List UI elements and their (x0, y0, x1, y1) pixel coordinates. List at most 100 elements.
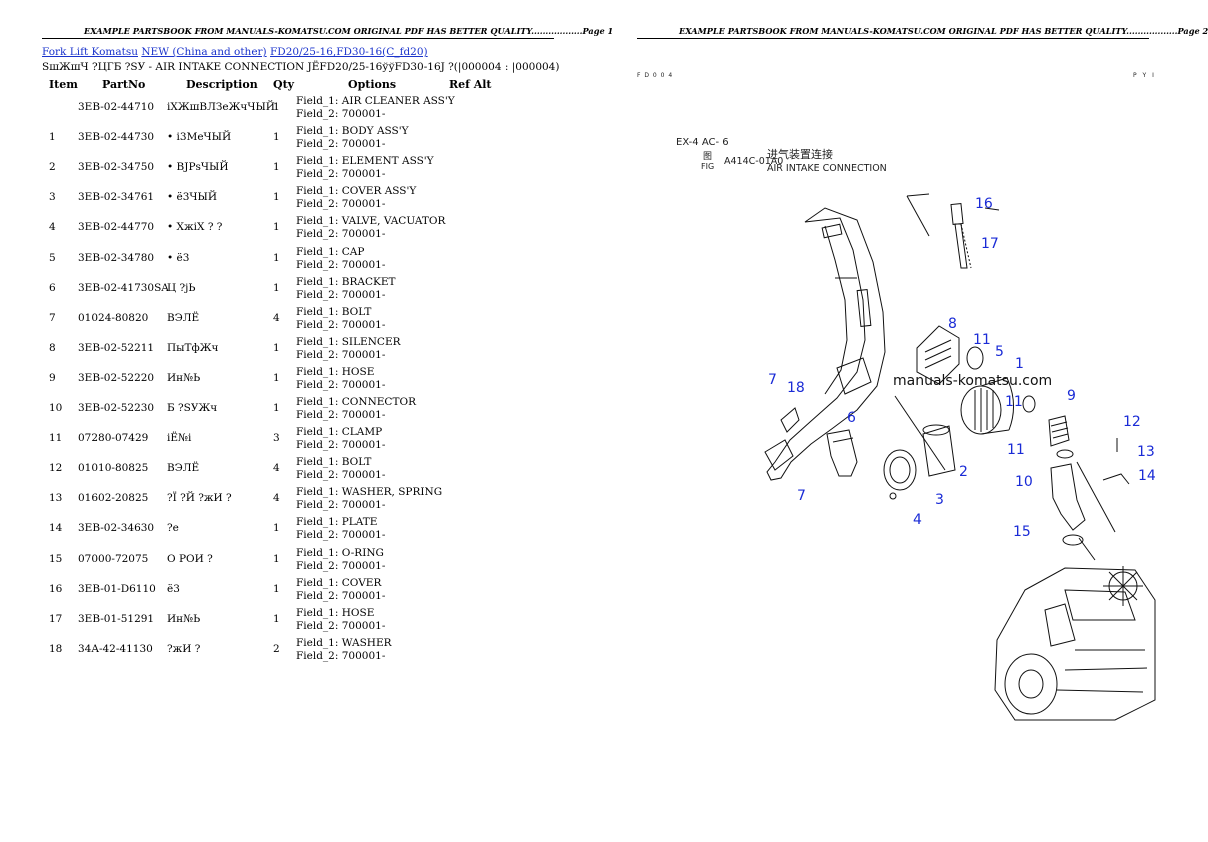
callout-number: 11 (973, 332, 991, 348)
cell-option-field-2: Field_2: 700001- (296, 108, 386, 120)
callout-number: 2 (959, 464, 968, 480)
cell-qty: 1 (273, 552, 280, 565)
cell-option-field-1: Field_1: CAP (296, 245, 365, 258)
cell-item: 16 (49, 582, 63, 595)
cell-description: • i3МеЧЫЙ (167, 131, 232, 144)
cell-option-field-2: Field_2: 700001- (296, 138, 386, 151)
cell-option-field-2: Field_2: 700001- (296, 559, 386, 572)
cell-qty: 1 (273, 341, 280, 354)
callout-number: 8 (948, 316, 957, 332)
cell-option-field-1: Field_1: COVER ASS'Y (296, 185, 417, 198)
column-header-ref-alt: Ref Alt (449, 78, 492, 91)
cell-description: • ё3 (167, 251, 190, 264)
cell-option-field-1: Field_1: WASHER (296, 636, 392, 649)
cell-description: iЁ№i (167, 432, 192, 445)
breadcrumb-link-region[interactable]: NEW (China and other) (141, 46, 267, 58)
cell-option-field-1: Field_1: BODY ASS'Y (296, 125, 409, 138)
cell-item: 10 (49, 402, 63, 414)
callout-number: 9 (1067, 388, 1076, 404)
cell-option-field-1: Field_1: WASHER, SPRING (296, 486, 443, 499)
cell-partno: 01010-80825 (78, 462, 149, 475)
cell-item: 12 (49, 462, 63, 475)
cell-option-field-2: Field_2: 700001- (296, 619, 386, 632)
cell-partno: 34A-42-41130 (78, 642, 153, 655)
cell-qty: 1 (273, 371, 280, 384)
cell-qty: 1 (273, 251, 280, 264)
cell-partno: 3EB-02-52220 (78, 371, 155, 384)
cell-partno: 3EB-02-34761 (78, 191, 155, 204)
cell-qty: 1 (273, 191, 280, 204)
cell-item: 2 (49, 161, 56, 174)
cell-item: 17 (49, 612, 63, 625)
cell-qty: 1 (273, 582, 280, 595)
callout-number: 7 (797, 488, 806, 504)
cell-qty: 3 (273, 432, 280, 445)
cell-partno: 3EB-02-34630 (78, 522, 155, 535)
cell-item: 15 (49, 552, 63, 565)
cell-qty: 1 (273, 101, 280, 113)
figure-fig-label: FIG (701, 162, 715, 171)
cell-partno: 3EB-02-34750 (78, 161, 155, 174)
cell-description: Ц ?јЬ (167, 281, 196, 294)
column-header-options: Options (348, 78, 397, 91)
cell-description: Ин№Ь (167, 612, 201, 625)
cell-item: 11 (49, 432, 63, 445)
cell-option-field-2: Field_2: 700001- (296, 529, 386, 542)
cell-partno: 01024-80820 (78, 311, 149, 324)
cell-partno: 3EB-02-44730 (78, 131, 155, 144)
cell-qty: 1 (273, 522, 280, 535)
cell-item: 6 (49, 281, 56, 294)
cell-partno: 3EB-02-52211 (78, 341, 155, 354)
cell-option-field-2: Field_2: 700001- (296, 469, 386, 482)
cell-option-field-2: Field_2: 700001- (296, 258, 386, 271)
cell-option-field-1: Field_1: AIR CLEANER ASS'Y (296, 95, 455, 107)
cell-qty: 1 (273, 402, 280, 414)
cell-partno: 3EB-02-52230 (78, 402, 155, 414)
cell-option-field-2: Field_2: 700001- (296, 168, 386, 181)
cell-description: Б ?SУЖч (167, 402, 218, 414)
cell-item: 14 (49, 522, 63, 535)
cell-item: 7 (49, 311, 56, 324)
callout-number: 16 (975, 196, 993, 212)
callout-number: 12 (1123, 414, 1141, 430)
bracket-arm (766, 207, 886, 481)
page-banner: EXAMPLE PARTSBOOK FROM MANUALS-KOMATSU.C… (84, 26, 614, 36)
cell-option-field-1: Field_1: PLATE (296, 516, 378, 529)
page-1: EXAMPLE PARTSBOOK FROM MANUALS-KOMATSU.C… (0, 0, 613, 842)
column-header-item: Item (49, 78, 78, 91)
figure-code: EX-4 AC- 6 (676, 137, 729, 148)
breadcrumb-link-model[interactable]: FD20/25-16,FD30-16(C_fd20) (270, 46, 428, 58)
cell-qty: 1 (273, 221, 280, 234)
page-banner: EXAMPLE PARTSBOOK FROM MANUALS-KOMATSU.C… (679, 26, 1208, 36)
cell-option-field-2: Field_2: 700001- (296, 378, 386, 391)
breadcrumb: Fork Lift Komatsu NEW (China and other) … (42, 46, 428, 58)
figure-title-english: AIR INTAKE CONNECTION (767, 163, 887, 174)
cell-item: 9 (49, 371, 56, 384)
cell-option-field-1: Field_1: BOLT (296, 305, 372, 318)
figure-title-chinese: 进气装置连接 (767, 148, 833, 161)
cell-partno: 3EB-01-51291 (78, 612, 155, 625)
cell-option-field-1: Field_1: COVER (296, 576, 382, 589)
cell-option-field-1: Field_1: VALVE, VACUATOR (296, 215, 446, 228)
cell-qty: 1 (273, 281, 280, 294)
header-rule (42, 38, 554, 39)
breadcrumb-link-forklift[interactable]: Fork Lift Komatsu (42, 46, 138, 58)
cell-qty: 4 (273, 462, 280, 475)
cell-qty: 1 (273, 161, 280, 174)
cell-description: ПыТфЖч (167, 341, 219, 354)
cell-description: ?е (167, 522, 179, 535)
cell-item: 1 (49, 131, 56, 144)
header-rule (637, 38, 1149, 39)
callout-number: 4 (913, 512, 922, 528)
cell-description: ё3 (167, 582, 180, 595)
callout-number: 7 (768, 372, 777, 388)
cell-qty: 1 (273, 612, 280, 625)
callout-number: 11 (1005, 394, 1023, 410)
cell-partno: 3EB-02-44770 (78, 221, 155, 234)
callout-number: 13 (1137, 444, 1155, 460)
cell-option-field-2: Field_2: 700001- (296, 228, 386, 241)
cell-partno: 01602-20825 (78, 492, 149, 505)
cell-item: 3 (49, 191, 56, 204)
figure-number: A414C-01A0 (724, 156, 784, 167)
cell-qty: 4 (273, 311, 280, 324)
